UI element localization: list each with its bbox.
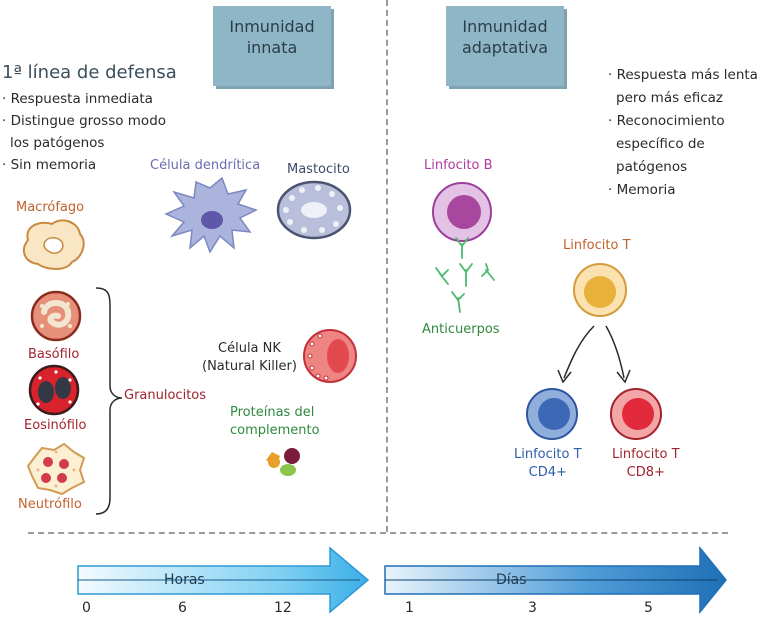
innate-bullet: · Distingue grosso modo xyxy=(2,113,167,129)
nk-cell-icon xyxy=(303,329,357,383)
innate-bullet: · Sin memoria xyxy=(2,157,97,173)
adaptive-bullet: · Memoria xyxy=(608,182,676,198)
arrow-to-cd8 xyxy=(605,325,625,379)
dendritic-cell-label: Célula dendrítica xyxy=(150,158,261,173)
innate-bullet: · Respuesta inmediata xyxy=(2,91,153,107)
hours-label: Horas xyxy=(164,572,205,588)
cd8-cell-icon xyxy=(610,388,662,440)
basophil-label: Basófilo xyxy=(28,347,80,362)
days-tick: 1 xyxy=(405,600,414,616)
adaptive-bullet: específico de xyxy=(616,136,705,152)
adaptive-immunity-title: Inmunidad adaptativa xyxy=(446,6,564,86)
innate-bullet-list: · Respuesta inmediata · Distingue grosso… xyxy=(2,88,166,176)
eosinophil-icon xyxy=(28,364,80,416)
t-lymphocyte-label: Linfocito T xyxy=(563,238,631,253)
hours-tick: 6 xyxy=(178,600,187,616)
granulocytes-bracket xyxy=(95,287,123,515)
section-divider-horizontal xyxy=(28,532,728,534)
neutrophil-icon xyxy=(26,442,86,496)
hours-tick: 0 xyxy=(82,600,91,616)
first-line-defense-title: 1ª línea de defensa xyxy=(2,62,177,83)
nk-label-line1: Célula NK xyxy=(218,341,281,356)
adaptive-title-line2: adaptativa xyxy=(462,38,548,57)
cd4-label-line1: Linfocito T xyxy=(514,447,582,462)
complement-proteins-icon xyxy=(266,448,300,476)
innate-title-line1: Inmunidad xyxy=(229,17,315,36)
adaptive-bullet-list: · Respuesta más lenta pero más eficaz · … xyxy=(608,64,758,202)
cd8-label-line1: Linfocito T xyxy=(612,447,680,462)
arrow-to-cd4-head xyxy=(557,369,572,384)
cd4-label: Linfocito T CD4+ xyxy=(514,446,582,482)
mast-cell-icon xyxy=(276,180,352,240)
innate-immunity-title: Inmunidad innata xyxy=(213,6,331,86)
days-timeline-arrow xyxy=(384,545,727,615)
adaptive-title-line1: Inmunidad xyxy=(462,17,548,36)
adaptive-bullet: · Respuesta más lenta xyxy=(608,67,758,83)
cd4-cell-icon xyxy=(526,388,578,440)
macrophage-label: Macrófago xyxy=(16,200,85,215)
days-label: Días xyxy=(496,572,527,588)
complement-label-line2: complemento xyxy=(230,423,320,438)
days-tick: 3 xyxy=(528,600,537,616)
nk-label-line2: (Natural Killer) xyxy=(202,359,297,374)
adaptive-bullet: pero más eficaz xyxy=(616,90,724,106)
antibodies-label: Anticuerpos xyxy=(422,322,500,337)
cd4-label-line2: CD4+ xyxy=(528,465,567,480)
cd8-label: Linfocito T CD8+ xyxy=(612,446,680,482)
innate-title-line2: innata xyxy=(246,38,298,57)
arrow-to-cd8-head xyxy=(616,369,631,384)
nk-cell-label: Célula NK (Natural Killer) xyxy=(202,340,297,376)
cd8-label-line2: CD8+ xyxy=(626,465,665,480)
days-tick: 5 xyxy=(644,600,653,616)
b-lymphocyte-label: Linfocito B xyxy=(424,158,493,173)
antibodies-icon xyxy=(435,237,495,313)
hours-tick: 12 xyxy=(274,600,292,616)
granulocytes-label: Granulocitos xyxy=(124,388,207,403)
neutrophil-label: Neutrófilo xyxy=(18,497,82,512)
innate-bullet: los patógenos xyxy=(10,135,105,151)
b-lymphocyte-icon xyxy=(432,182,492,242)
t-lymphocyte-icon xyxy=(573,263,627,317)
dendritic-cell-icon xyxy=(164,176,258,254)
complement-label-line1: Proteínas del xyxy=(230,405,315,420)
eosinophil-label: Eosinófilo xyxy=(24,418,87,433)
macrophage-icon xyxy=(22,219,85,270)
adaptive-bullet: · Reconocimiento xyxy=(608,113,725,129)
section-divider-vertical xyxy=(386,0,388,532)
arrow-to-cd4 xyxy=(563,325,595,379)
hours-timeline-arrow xyxy=(77,546,370,614)
adaptive-bullet: patógenos xyxy=(616,159,688,175)
complement-label: Proteínas del complemento xyxy=(230,404,320,440)
basophil-icon xyxy=(30,290,82,342)
mast-cell-label: Mastocito xyxy=(287,162,350,177)
